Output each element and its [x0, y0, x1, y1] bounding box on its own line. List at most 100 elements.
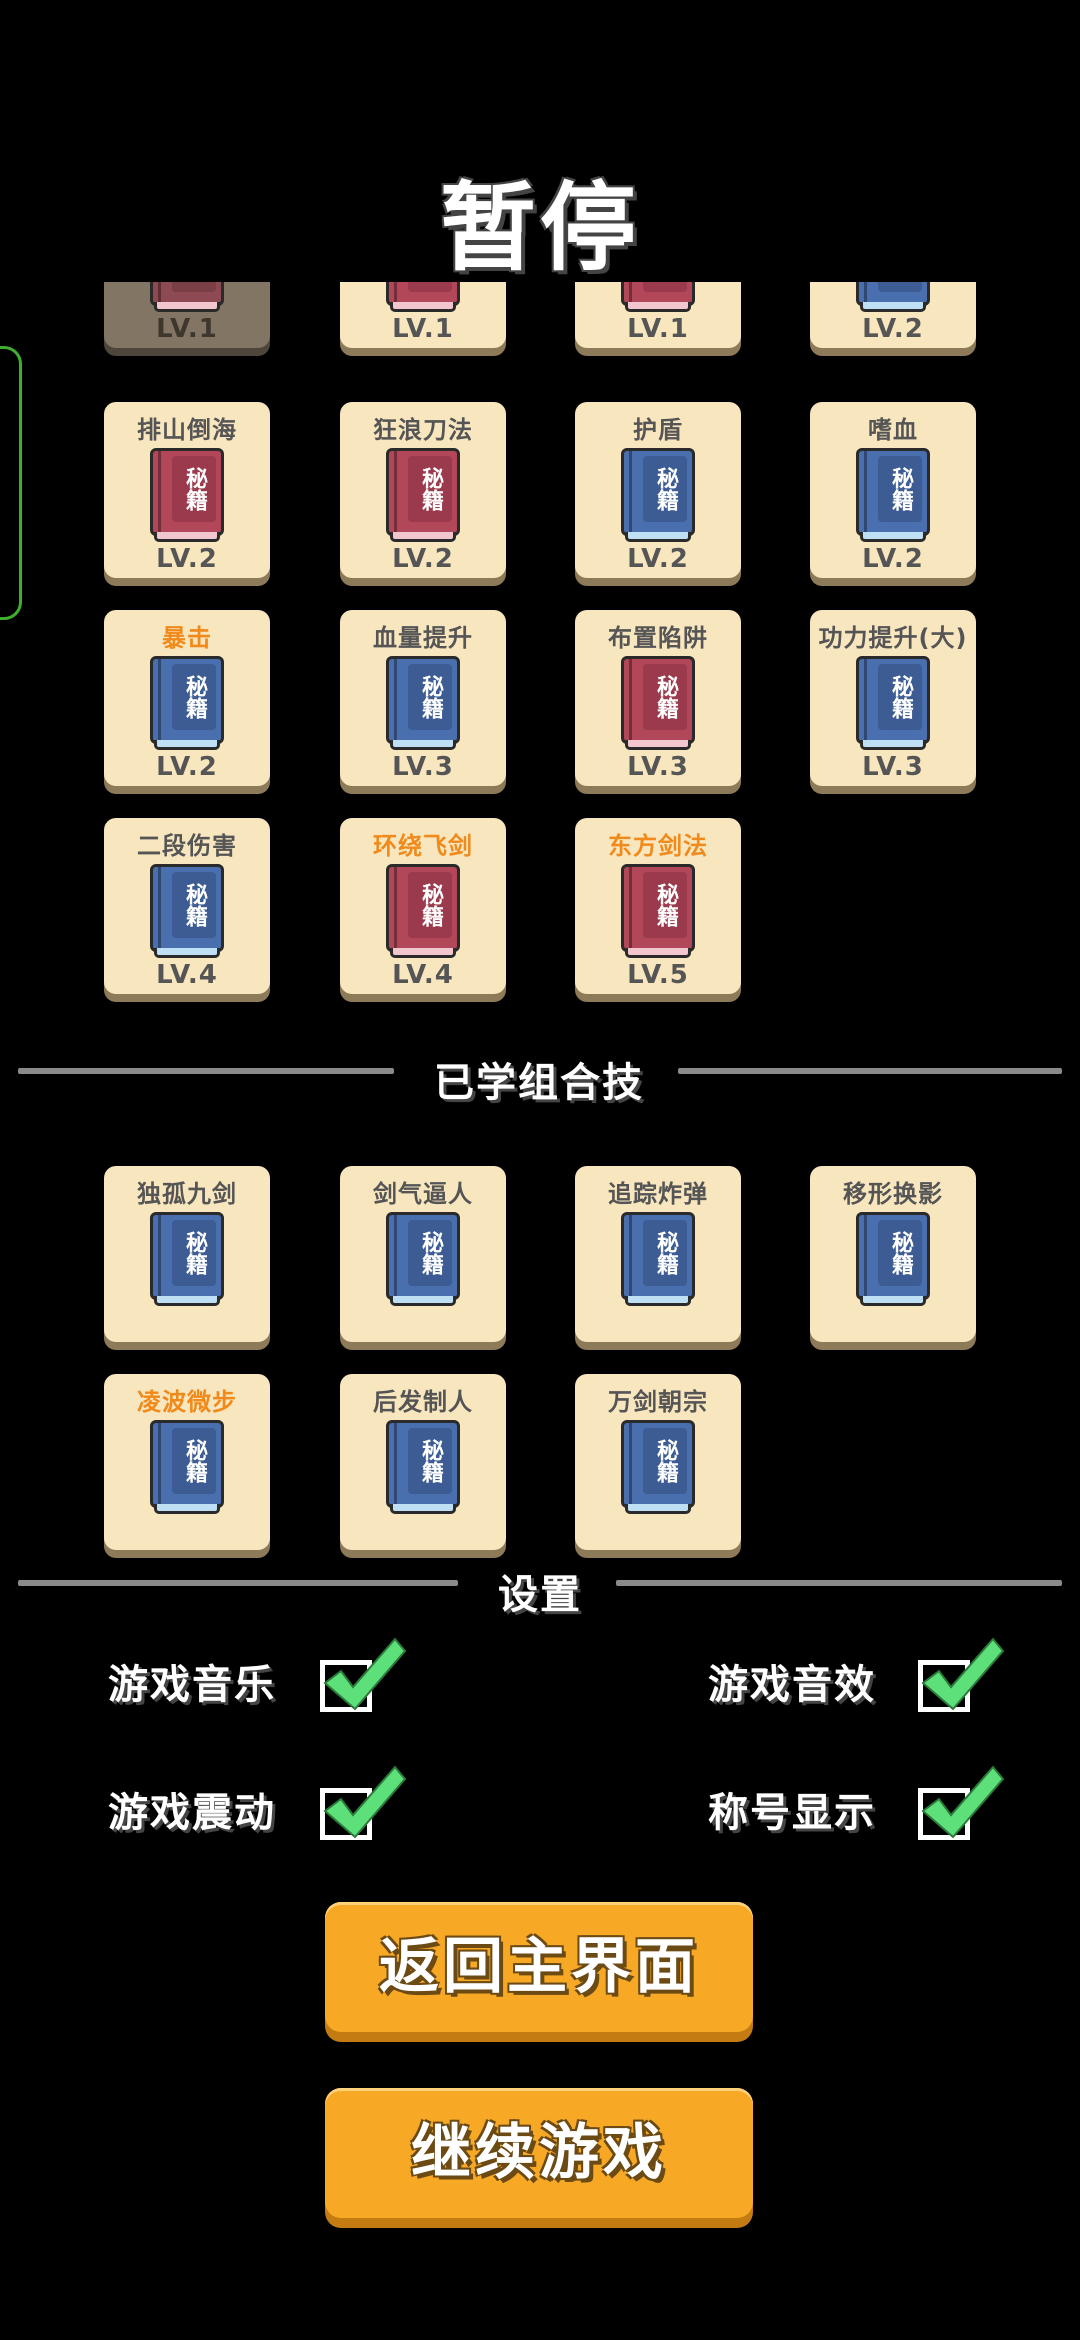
skill-level: LV.4: [392, 960, 454, 990]
book-label: 秘籍: [878, 456, 922, 522]
secret-book-icon: 秘籍: [621, 1420, 695, 1516]
pause-title: 暂停: [440, 172, 640, 284]
skill-card[interactable]: 移形换影秘籍: [810, 1166, 976, 1342]
skill-level: LV.2: [156, 752, 218, 782]
book-label: 秘籍: [878, 1220, 922, 1286]
setting-checkbox[interactable]: [320, 1765, 407, 1840]
secret-book-icon: 秘籍: [621, 282, 695, 314]
book-label: 秘籍: [878, 664, 922, 730]
book-label: 秘籍: [408, 282, 452, 292]
secret-book-icon: 秘籍: [621, 656, 695, 752]
skill-name: 环绕飞剑: [373, 832, 473, 860]
skill-card[interactable]: 布置陷阱秘籍 LV.3: [575, 610, 741, 786]
skill-name: 独孤九剑: [137, 1180, 237, 1208]
secret-book-icon: 秘籍: [621, 1212, 695, 1308]
book-label: 秘籍: [643, 456, 687, 522]
skill-card[interactable]: 追踪炸弹秘籍: [575, 1166, 741, 1342]
book-label: 秘籍: [643, 1428, 687, 1494]
skill-level: LV.2: [627, 544, 689, 574]
skill-card[interactable]: 狂浪刀法秘籍 LV.2: [340, 402, 506, 578]
book-label: 秘籍: [408, 1220, 452, 1286]
skill-name: 布置陷阱: [608, 624, 708, 652]
skill-name: 后发制人: [373, 1388, 473, 1416]
skill-level: LV.2: [392, 544, 454, 574]
skill-card[interactable]: 功力提升(大) 秘籍 LV.3: [810, 610, 976, 786]
skill-card[interactable]: 剑气逼人秘籍: [340, 1166, 506, 1342]
side-panel-edge[interactable]: [0, 346, 22, 620]
secret-book-icon: 秘籍: [621, 864, 695, 960]
skill-card[interactable]: 凌波微步秘籍: [104, 1374, 270, 1550]
book-label: 秘籍: [172, 282, 216, 292]
skill-level: LV.2: [156, 544, 218, 574]
secret-book-icon: 秘籍: [150, 1420, 224, 1516]
skill-level: LV.4: [156, 960, 218, 990]
skill-card[interactable]: 血量提升秘籍 LV.3: [340, 610, 506, 786]
book-label: 秘籍: [643, 1220, 687, 1286]
skill-level: LV.3: [627, 752, 689, 782]
setting-checkbox[interactable]: [918, 1765, 1005, 1840]
skill-card[interactable]: 秘籍 LV.1: [104, 282, 270, 348]
secret-book-icon: 秘籍: [856, 1212, 930, 1308]
secret-book-icon: 秘籍: [386, 282, 460, 314]
skill-card[interactable]: 后发制人秘籍: [340, 1374, 506, 1550]
skill-level: LV.2: [862, 314, 924, 344]
secret-book-icon: 秘籍: [386, 656, 460, 752]
book-label: 秘籍: [878, 282, 922, 292]
book-label: 秘籍: [408, 456, 452, 522]
secret-book-icon: 秘籍: [856, 282, 930, 314]
secret-book-icon: 秘籍: [150, 864, 224, 960]
skill-card[interactable]: 秘籍 LV.2: [810, 282, 976, 348]
skill-level: LV.5: [627, 960, 689, 990]
continue-game-button[interactable]: 继续游戏: [325, 2088, 753, 2218]
book-label: 秘籍: [172, 456, 216, 522]
skill-name: 功力提升(大): [818, 624, 968, 652]
secret-book-icon: 秘籍: [856, 656, 930, 752]
skill-level: LV.3: [392, 752, 454, 782]
settings-divider-left: [18, 1580, 458, 1586]
secret-book-icon: 秘籍: [386, 1212, 460, 1308]
skill-name: 移形换影: [843, 1180, 943, 1208]
skill-name: 嗜血: [868, 416, 918, 444]
settings-title: 设置: [498, 1572, 582, 1618]
skill-name: 剑气逼人: [373, 1180, 473, 1208]
settings-divider-right: [616, 1580, 1062, 1586]
checkmark-icon: [323, 1765, 407, 1839]
checkmark-icon: [921, 1637, 1005, 1711]
skill-name: 万剑朝宗: [608, 1388, 708, 1416]
book-label: 秘籍: [643, 664, 687, 730]
setting-checkbox[interactable]: [320, 1637, 407, 1712]
skill-card[interactable]: 秘籍 LV.1: [575, 282, 741, 348]
skill-name: 凌波微步: [137, 1388, 237, 1416]
setting-checkbox[interactable]: [918, 1637, 1005, 1712]
skill-name: 二段伤害: [137, 832, 237, 860]
skill-name: 血量提升: [373, 624, 473, 652]
skill-card[interactable]: 护盾秘籍 LV.2: [575, 402, 741, 578]
return-main-menu-button[interactable]: 返回主界面: [325, 1902, 753, 2032]
divider-left: [18, 1068, 394, 1074]
secret-book-icon: 秘籍: [386, 1420, 460, 1516]
checkmark-icon: [323, 1637, 407, 1711]
skill-name: 东方剑法: [608, 832, 708, 860]
book-label: 秘籍: [643, 282, 687, 292]
skill-level: LV.1: [627, 314, 689, 344]
learned-skills-list[interactable]: 秘籍LV.1秘籍LV.1秘籍LV.1秘籍LV.2排山倒海秘籍LV.2狂浪刀法秘籍…: [0, 282, 1080, 1042]
skill-name: 护盾: [633, 416, 683, 444]
secret-book-icon: 秘籍: [150, 282, 224, 314]
secret-book-icon: 秘籍: [856, 448, 930, 544]
secret-book-icon: 秘籍: [150, 1212, 224, 1308]
book-label: 秘籍: [408, 664, 452, 730]
skill-name: 狂浪刀法: [373, 416, 473, 444]
skill-card[interactable]: 独孤九剑秘籍: [104, 1166, 270, 1342]
skill-level: LV.1: [156, 314, 218, 344]
skill-card[interactable]: 万剑朝宗秘籍: [575, 1374, 741, 1550]
skill-level: LV.3: [862, 752, 924, 782]
secret-book-icon: 秘籍: [386, 864, 460, 960]
